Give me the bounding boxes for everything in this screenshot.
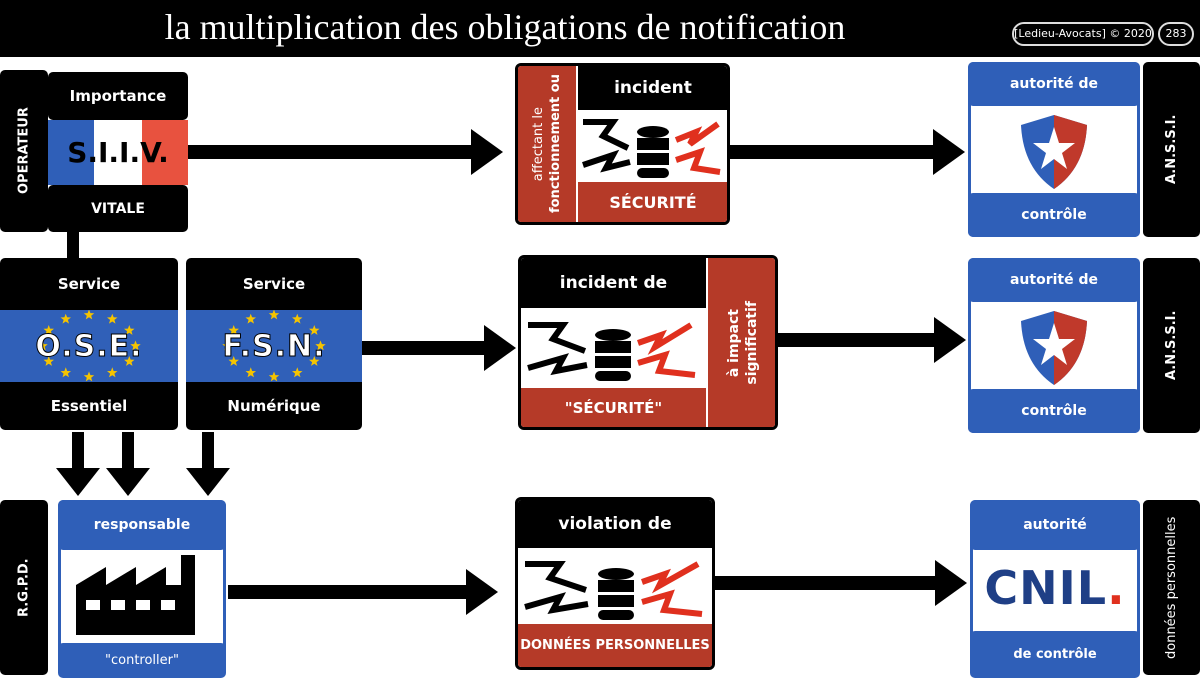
cnil-logo: CNIL. [973, 561, 1137, 615]
donnees-personnelles-label: données personnelles [1143, 500, 1200, 675]
incident-side: affectant le fonctionnement ou [518, 66, 576, 222]
authority-bottom: contrôle [968, 193, 1140, 237]
eu-star-icon [130, 340, 141, 351]
fsn-top: Service [186, 258, 362, 310]
eu-star-icon [124, 356, 135, 366]
arrow-right [188, 129, 503, 175]
controller-box: responsable "controller" [58, 500, 226, 678]
arrow-right [730, 129, 965, 175]
eu-star-icon [37, 340, 48, 351]
eu-star-icon [268, 371, 280, 382]
database-attack-icon [578, 110, 727, 182]
eu-star-icon [83, 371, 95, 382]
eu-star-icon [245, 313, 256, 324]
incident-title: incident [578, 66, 727, 110]
eu-star-icon [43, 325, 54, 335]
cnil-text: CNIL [984, 561, 1108, 615]
controller-label: "controller" [58, 643, 226, 678]
eu-star-icon [60, 367, 71, 378]
header-bar [0, 0, 1200, 57]
cnil-dot: . [1107, 561, 1126, 615]
anssi-label: A.N.S.S.I. [1143, 258, 1200, 433]
arrow-down [106, 432, 150, 496]
eu-star-icon [43, 356, 54, 366]
page-number: 283 [1158, 22, 1194, 46]
responsable-label: responsable [58, 500, 226, 550]
eu-star-icon [124, 325, 135, 335]
arrow-down [186, 432, 230, 496]
eu-star-icon [309, 356, 320, 366]
eu-star-icon [228, 325, 239, 335]
violation-box: violation de DONNÉES PERSONNELLES [515, 497, 715, 670]
authority-top: autorité de [968, 62, 1140, 106]
eu-star-icon [245, 367, 256, 378]
operateur-label: OPERATEUR [0, 70, 48, 232]
violation-title: violation de [518, 500, 712, 548]
authority-top: autorité de [968, 258, 1140, 302]
database-attack-icon [520, 552, 710, 624]
eu-stars-icon [222, 310, 326, 382]
fsn-flag: F.S.N. [186, 310, 362, 382]
side-text-b: significatif [744, 301, 760, 385]
ose-flag: O.S.E. [0, 310, 178, 382]
fsn-bottom: Numérique [186, 382, 362, 430]
eu-star-icon [315, 340, 326, 351]
vitale-label: VITALE [48, 185, 188, 232]
incident-side: à impact significatif [708, 258, 775, 427]
incident-footer: SÉCURITÉ [578, 182, 727, 222]
arrow-right [362, 325, 516, 371]
page-title: la multiplication des obligations de not… [164, 7, 846, 47]
incident-box-2: incident de "SÉCURITÉ" à impact signific… [518, 255, 778, 430]
anssi-label: A.N.S.S.I. [1143, 62, 1200, 237]
eu-star-icon [60, 313, 71, 324]
incident-footer: "SÉCURITÉ" [521, 388, 706, 427]
anssi-shield-icon [1019, 113, 1089, 195]
arrow-right [778, 317, 966, 363]
copyright-badge: [Ledieu-Avocats] © 2020 [1012, 22, 1154, 46]
factory-icon [76, 555, 206, 639]
eu-star-icon [309, 325, 320, 335]
eu-star-icon [228, 356, 239, 366]
side-text-a: à impact [726, 308, 742, 378]
incident-box-1: affectant le fonctionnement ou incident … [515, 63, 730, 225]
anssi-shield-icon [1019, 309, 1089, 391]
authority-box-3: autorité CNIL. de contrôle [970, 500, 1140, 678]
siiv-flag: S.I.I.V. [48, 120, 188, 185]
side-text-b: fonctionnement ou [548, 74, 563, 214]
authority-bottom: contrôle [968, 389, 1140, 433]
arrow-down [56, 432, 100, 496]
eu-star-icon [107, 313, 118, 324]
eu-stars-icon [37, 310, 141, 382]
eu-star-icon [222, 340, 233, 351]
authority-box-2: autorité de contrôle [968, 258, 1140, 433]
eu-star-icon [292, 367, 303, 378]
authority-box-1: autorité de contrôle [968, 62, 1140, 237]
importance-label: Importance [48, 72, 188, 120]
arrow-right [715, 560, 967, 606]
rgpd-label: R.G.P.D. [0, 500, 48, 675]
eu-star-icon [107, 367, 118, 378]
incident-title: incident de [521, 258, 706, 308]
eu-star-icon [268, 310, 280, 320]
fsn-text: F.S.N. [222, 328, 326, 364]
eu-star-icon [292, 313, 303, 324]
authority-bottom: de contrôle [970, 631, 1140, 678]
violation-footer: DONNÉES PERSONNELLES [518, 624, 712, 667]
side-text-a: affectant le [531, 106, 546, 182]
ose-text: O.S.E. [35, 328, 143, 364]
eu-star-icon [83, 310, 95, 320]
arrow-right [228, 569, 498, 615]
ose-top: Service [0, 258, 178, 310]
ose-bottom: Essentiel [0, 382, 178, 430]
database-attack-icon [523, 313, 703, 385]
authority-top: autorité [970, 500, 1140, 550]
connector-line [67, 232, 79, 260]
